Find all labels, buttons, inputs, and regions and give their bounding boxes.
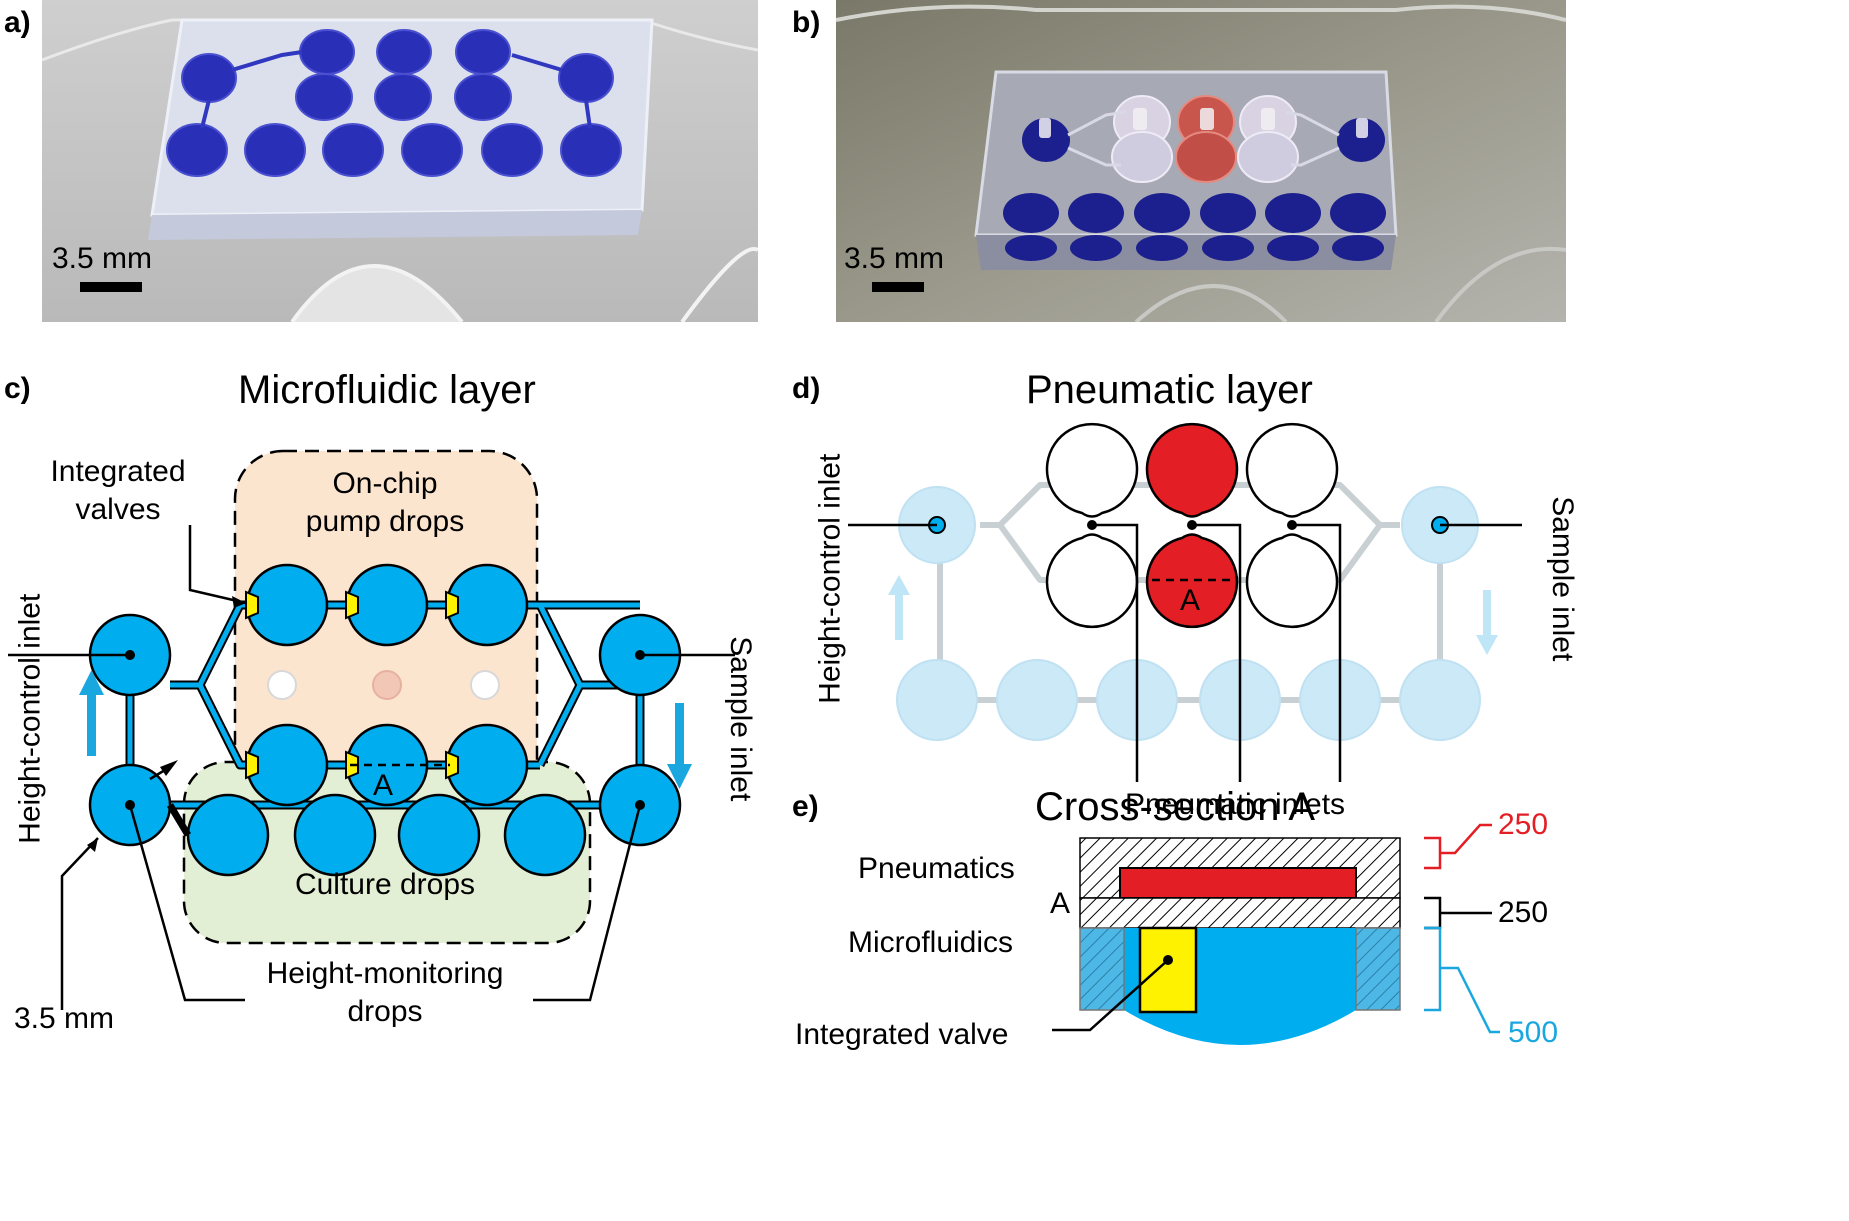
- valve: [245, 590, 259, 620]
- culture-drop: [186, 793, 270, 877]
- valve: [445, 590, 459, 620]
- panel-d-tag: d): [792, 372, 821, 405]
- sample-inlet-label-d: Sample inlet: [1545, 496, 1579, 662]
- photo-chip-blue: 3.5 mm: [42, 0, 758, 322]
- drop-section: [1124, 928, 1356, 1045]
- height-monitoring-label: Height-monitoring drops: [266, 957, 504, 1028]
- pneumatics-label: Pneumatics: [858, 852, 1015, 885]
- valve: [245, 750, 259, 780]
- panel-e-title: Cross-section A: [1035, 785, 1316, 829]
- culture-drop: [503, 793, 587, 877]
- culture-drop: [397, 793, 481, 877]
- panel-b-tag: b): [792, 6, 821, 39]
- valve: [345, 750, 359, 780]
- pump-drop: [345, 723, 429, 807]
- pump-drop: [245, 563, 329, 647]
- integrated-valves-label: Integrated valves: [50, 455, 186, 526]
- panel-d-title: Pneumatic layer: [1026, 368, 1313, 412]
- valve: [445, 750, 459, 780]
- height-control-drop: [88, 613, 172, 697]
- height-monitor-drop-right: [598, 763, 682, 847]
- pump-drops-label: On-chip pump drops: [305, 467, 465, 538]
- microfluidics-label: Microfluidics: [848, 926, 1014, 959]
- pneumatic-chambers: [1045, 422, 1339, 629]
- dim-microfluidic: 500: [1508, 1016, 1559, 1049]
- pneumatic-bg-channels: [937, 482, 1443, 703]
- sample-inlet-label-c: Sample inlet: [723, 636, 757, 802]
- pump-drop: [245, 723, 329, 807]
- pump-drop: [445, 563, 529, 647]
- integrated-valves: [245, 590, 459, 780]
- pneumatic-chamber-section: [1119, 867, 1357, 899]
- channels-outline: [125, 600, 645, 810]
- integrated-valve-label: Integrated valve: [795, 1018, 1009, 1051]
- culture-region: [182, 760, 592, 945]
- scale-a-label: 3.5 mm: [52, 242, 152, 275]
- pump-drop: [345, 563, 429, 647]
- drop-size-label: 3.5 mm: [13, 1002, 115, 1035]
- culture-drops-label: Culture drops: [294, 868, 476, 901]
- section-a-label-e: A: [1050, 887, 1071, 920]
- culture-drop: [293, 793, 377, 877]
- scale-bar-b: [872, 282, 924, 292]
- pneumatic-layer-block: [1079, 837, 1401, 899]
- membrane-layer: [1079, 897, 1401, 929]
- scale-bar-a: [80, 282, 142, 292]
- height-monitor-drop-left: [88, 763, 172, 847]
- pneumatic-inlets-label: Pneumatic inlets: [1124, 788, 1346, 821]
- panel-c-title: Microfluidic layer: [238, 368, 536, 412]
- dim-pneumatic: 250: [1498, 808, 1549, 841]
- panel-c-tag: c): [4, 372, 31, 405]
- pump-drop: [445, 723, 529, 807]
- valve: [345, 590, 359, 620]
- section-a-label-d: A: [1180, 584, 1200, 617]
- height-control-inlet-label-d: Height-control inlet: [813, 453, 847, 704]
- valve-section: [1138, 926, 1198, 1014]
- dim-membrane: 250: [1498, 896, 1549, 929]
- panel-e-tag: e): [792, 790, 819, 823]
- channels: [127, 602, 643, 808]
- microfluidic-drops: [88, 563, 682, 877]
- scale-b-label: 3.5 mm: [844, 242, 944, 275]
- panel-a-tag: a): [4, 6, 31, 39]
- sample-drop: [598, 613, 682, 697]
- flow-arrows-c: [79, 670, 692, 789]
- section-a-label-c: A: [373, 769, 393, 802]
- photo-chip-red: 3.5 mm: [836, 0, 1566, 322]
- pneumatic-bg-drops: [896, 486, 1481, 741]
- height-control-inlet-label-c: Height-control inlet: [13, 593, 47, 844]
